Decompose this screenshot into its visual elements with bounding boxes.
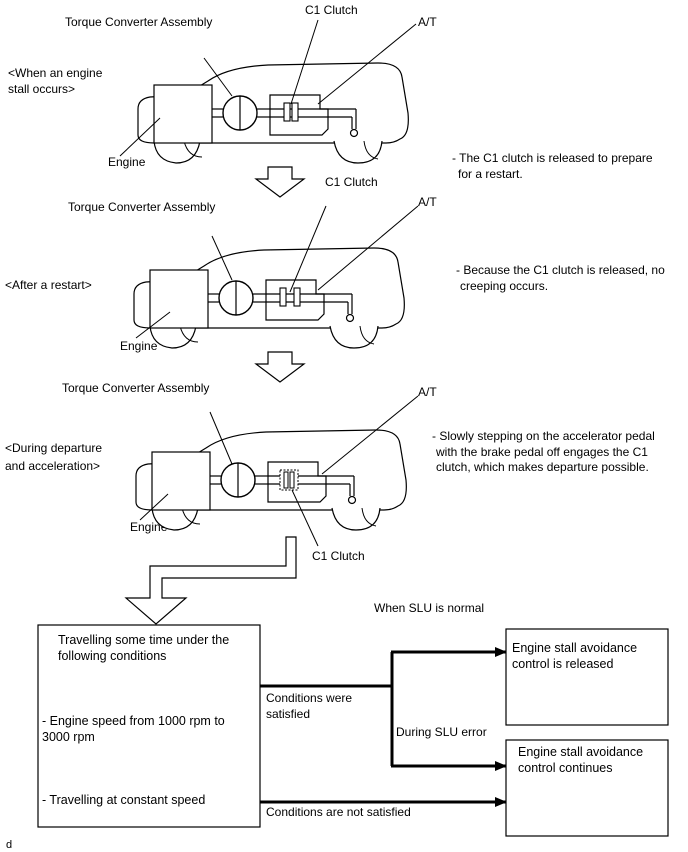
c1-clutch-label: C1 Clutch (305, 3, 358, 17)
scene-after-restart: C1 Clutch Torque Converter Assembly A/T … (5, 175, 665, 353)
leader-c1-clutch (289, 205, 327, 293)
slu-error-label: During SLU error (396, 725, 487, 739)
engine-label: Engine (108, 155, 146, 169)
leader-c1-clutch (291, 489, 319, 547)
leader-at (317, 205, 419, 291)
continues-line-2: control continues (518, 761, 613, 775)
conditions-box (37, 624, 261, 828)
leader-torque-converter (209, 411, 233, 465)
condition-engine-speed-line-2: 3000 rpm (42, 730, 95, 744)
conditions-heading-line-1: Travelling some time under the (58, 633, 229, 647)
conditions-satisfied-line-1: Conditions were (266, 691, 352, 705)
footnote: d (6, 839, 12, 851)
leader-torque-converter (211, 235, 233, 281)
note-line-1: - The C1 clutch is released to prepare (452, 151, 653, 165)
torque-converter-label: Torque Converter Assembly (62, 381, 209, 395)
leader-at (321, 395, 419, 475)
engine-label: Engine (120, 339, 158, 353)
leader-engine (139, 493, 169, 521)
note-line-2: with the brake pedal off engages the C1 (435, 445, 648, 459)
down-arrow-1 (255, 166, 305, 198)
condition-engine-speed-line-1: - Engine speed from 1000 rpm to (42, 714, 225, 728)
leader-engine (119, 117, 161, 157)
down-arrow-2 (255, 351, 305, 383)
at-label: A/T (418, 385, 437, 399)
conditions-heading-line-2: following conditions (58, 649, 166, 663)
c1-clutch-label: C1 Clutch (325, 175, 378, 189)
continues-box (505, 739, 669, 837)
conditions-not-satisfied-label: Conditions are not satisfied (266, 805, 411, 819)
at-label: A/T (418, 195, 437, 209)
note-line-2: creeping occurs. (460, 279, 548, 293)
leader-engine (135, 311, 171, 339)
continues-line-1: Engine stall avoidance (518, 745, 643, 759)
scene-engine-stall: Torque Converter Assembly C1 Clutch A/T … (8, 3, 653, 181)
vehicle-schematic (133, 247, 406, 349)
leader-at (317, 23, 417, 105)
note-line-2: for a restart. (458, 167, 523, 181)
when-slu-normal-label: When SLU is normal (374, 601, 484, 615)
state-label-line-2: stall occurs> (8, 82, 75, 96)
state-label-line-1: <During departure (5, 441, 102, 455)
state-label-line-1: <After a restart> (5, 278, 92, 292)
released-line-2: control is released (512, 657, 613, 671)
state-label-line-2: and acceleration> (5, 459, 100, 473)
bent-down-arrow (124, 536, 297, 625)
flow-chart: Travelling some time under the following… (37, 601, 669, 837)
vehicle-schematic (137, 62, 410, 164)
scene-departure: Torque Converter Assembly A/T <During de… (5, 381, 655, 563)
note-line-1: - Slowly stepping on the accelerator ped… (432, 429, 655, 443)
vehicle-schematic (135, 429, 408, 531)
released-line-1: Engine stall avoidance (512, 641, 637, 655)
torque-converter-label: Torque Converter Assembly (68, 200, 215, 214)
torque-converter-label: Torque Converter Assembly (65, 15, 212, 29)
note-line-3: clutch, which makes departure possible. (436, 460, 649, 474)
state-label-line-1: <When an engine (8, 66, 103, 80)
note-line-1: - Because the C1 clutch is released, no (456, 263, 665, 277)
condition-constant-speed: - Travelling at constant speed (42, 793, 205, 807)
c1-clutch-label: C1 Clutch (312, 549, 365, 563)
leader-c1-clutch (290, 19, 319, 105)
released-box (505, 628, 669, 726)
leader-torque-converter (203, 57, 233, 97)
at-label: A/T (418, 15, 437, 29)
conditions-satisfied-line-2: satisfied (266, 707, 310, 721)
